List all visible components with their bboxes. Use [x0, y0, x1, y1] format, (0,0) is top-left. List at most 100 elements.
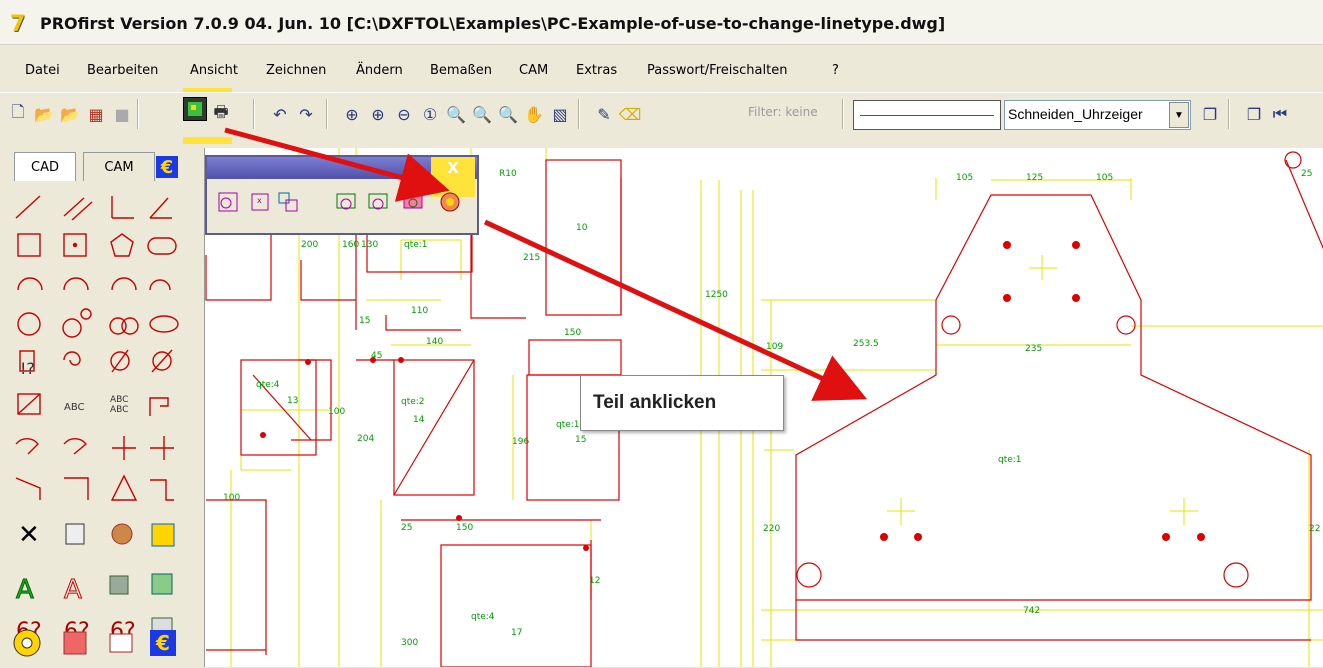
- fillet-2-icon: [63, 438, 87, 455]
- save-icon[interactable]: ■: [114, 104, 130, 124]
- linetype-preview[interactable]: [853, 100, 1001, 130]
- dim-text: 235: [1025, 344, 1042, 354]
- circle-slash-icon: [110, 349, 130, 373]
- menu-cam[interactable]: CAM: [519, 63, 549, 78]
- menu-extras[interactable]: Extras: [576, 63, 618, 78]
- import-icon[interactable]: ▦: [88, 104, 104, 124]
- dim-text: 109: [766, 342, 783, 352]
- dim-text: 150: [456, 523, 473, 533]
- pipette-icon[interactable]: ✎: [597, 104, 611, 124]
- pan-hand-icon[interactable]: ✋: [524, 104, 544, 124]
- main-toolbar: 🗋 📂 📂 ▦ ■ 🖶 ↶ ↷ ⊕ ⊕ ⊖ ① 🔍 🔍 🔍 ✋ ▧ ✎ ⌫ Fi…: [0, 92, 1323, 137]
- app-logo: 7: [10, 12, 26, 37]
- menu-bearbeiten[interactable]: Bearbeiten: [87, 63, 159, 78]
- menu-zeichnen[interactable]: Zeichnen: [266, 63, 327, 78]
- print-icon[interactable]: 🖶: [213, 101, 229, 121]
- menu-aendern[interactable]: Ändern: [356, 63, 403, 78]
- dim-text: 200: [301, 240, 318, 250]
- dim-text: 25: [1301, 169, 1312, 179]
- open-folder-icon[interactable]: 📂: [60, 104, 80, 124]
- menu-datei[interactable]: Datei: [25, 63, 60, 78]
- arc-radius-icon: [149, 279, 171, 291]
- hatch-icon[interactable]: [58, 626, 92, 660]
- linetype-select[interactable]: Schneiden_Uhrzeiger ▼: [1004, 100, 1191, 130]
- part-toolbar-icon[interactable]: [183, 97, 207, 121]
- rectangle-center-icon: [63, 233, 87, 257]
- redo-icon[interactable]: ↷: [299, 104, 313, 124]
- dim-text: 45: [371, 351, 382, 361]
- part-frame-icon[interactable]: x: [249, 191, 271, 213]
- eraser-icon[interactable]: ⌫: [618, 104, 642, 124]
- dim-text: 105: [1096, 173, 1113, 183]
- spiral-icon: [63, 351, 81, 366]
- dim-text: 105: [956, 173, 973, 183]
- zoom-extents-icon[interactable]: 🔍: [498, 104, 518, 124]
- dim-text: 1250: [705, 290, 728, 300]
- part-magnet-icon[interactable]: [439, 191, 461, 213]
- svg-text:!?: !?: [20, 359, 35, 378]
- tab-cad[interactable]: CAD: [14, 152, 76, 181]
- zoom-out-icon[interactable]: ⊖: [397, 104, 411, 124]
- svg-text:A: A: [64, 575, 82, 605]
- block-edit-icon: [151, 573, 173, 595]
- menu-ansicht[interactable]: Ansicht: [190, 63, 239, 78]
- zoom-in-icon[interactable]: ⊕: [371, 104, 385, 124]
- zoom-one-icon[interactable]: ①: [422, 104, 438, 124]
- dim-text: 140: [426, 337, 443, 347]
- dim-text: R10: [499, 169, 517, 179]
- dim-text: 130: [361, 240, 378, 250]
- block-insert-icon: [109, 575, 129, 595]
- zoom-all-icon[interactable]: ⊕: [345, 104, 359, 124]
- key-frame-icon[interactable]: [104, 626, 138, 660]
- layers-icon[interactable]: ❐: [1246, 104, 1262, 124]
- euro-tool-icon[interactable]: €: [146, 626, 180, 660]
- magnet-icon: [111, 523, 133, 545]
- first-page-icon[interactable]: ⏮: [1272, 104, 1288, 123]
- cross-2-icon: [150, 436, 174, 460]
- dim-text: 15: [359, 316, 370, 326]
- dim-text: 742: [1023, 606, 1040, 616]
- open-file-icon[interactable]: 📂: [34, 104, 54, 124]
- arc-3-point-icon: [17, 277, 43, 291]
- trim-icon: [15, 477, 41, 500]
- dim-text: qte:1: [556, 420, 580, 430]
- dim-text: 215: [523, 253, 540, 263]
- arc-center-icon: [63, 277, 89, 291]
- nesting-icon[interactable]: [10, 626, 44, 660]
- dim-text: 300: [401, 638, 418, 648]
- layer-icon[interactable]: ▧: [552, 104, 568, 124]
- menu-passwort[interactable]: Passwort/Freischalten: [647, 63, 788, 78]
- extend-icon: [64, 477, 89, 500]
- select-part-icon[interactable]: [217, 191, 239, 213]
- part-change-icon[interactable]: [402, 191, 424, 213]
- new-file-icon[interactable]: 🗋: [11, 101, 25, 121]
- cad-tool-icons: !? ABC ABC ABC ✕ A A 6? 6? 6?: [15, 195, 179, 644]
- dim-text: qte:1: [998, 455, 1022, 465]
- chevron-down-icon[interactable]: ▼: [1169, 102, 1189, 128]
- part-mirror-icon[interactable]: [367, 191, 389, 213]
- euro-icon[interactable]: €: [156, 156, 178, 178]
- tab-cam[interactable]: CAM: [83, 152, 155, 181]
- undo-icon[interactable]: ↶: [273, 104, 287, 124]
- text-a-red-icon: A: [64, 575, 83, 606]
- circle-cross-icon: [151, 349, 173, 373]
- dim-text: qte:4: [471, 612, 495, 622]
- part-rotate-icon[interactable]: [335, 191, 357, 213]
- arc-tangent-icon: [111, 277, 137, 291]
- zoom-previous-icon[interactable]: 🔍: [472, 104, 492, 124]
- fillet-icon: [15, 438, 39, 455]
- dim-text: 196: [512, 437, 529, 447]
- menu-bemassen[interactable]: Bemaßen: [430, 63, 492, 78]
- menu-help[interactable]: ?: [832, 63, 839, 78]
- dim-text: 204: [357, 434, 374, 444]
- copy-icon[interactable]: ❐: [1202, 104, 1218, 124]
- select-frame-icon: [151, 523, 175, 547]
- floating-toolbar: X x: [205, 155, 479, 235]
- delete-icon: ✕: [18, 520, 40, 550]
- circle-icon: [17, 312, 41, 336]
- dim-text: 14: [413, 415, 425, 425]
- dim-text: 100: [223, 493, 240, 503]
- part-copy-icon[interactable]: [277, 191, 299, 213]
- cross-icon: [112, 436, 136, 460]
- zoom-window-icon[interactable]: 🔍: [446, 104, 466, 124]
